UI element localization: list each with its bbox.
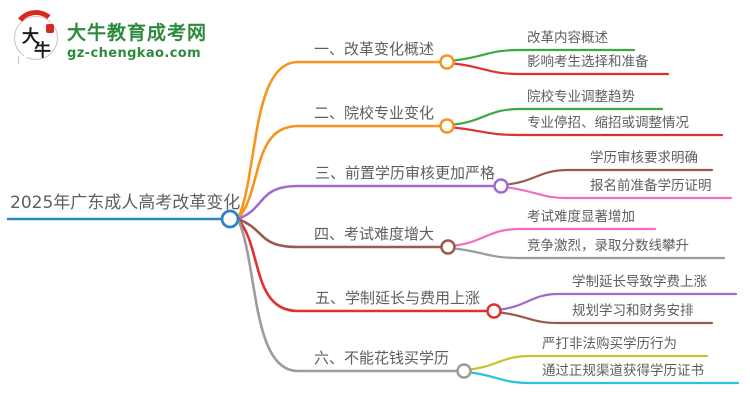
branch-5-line [237,219,489,313]
branch-3-label[interactable]: 三、前置学历审核更加严格 [315,164,496,182]
sub-3b-line [506,186,733,200]
logo-bull-icon: 大 牛 [10,7,62,66]
branch-2-circle[interactable] [439,118,455,134]
sub-3a-line [506,168,714,186]
sub-4b-label[interactable]: 竞争激烈，录取分数线攀升 [527,238,689,254]
sub-3b-label[interactable]: 报名前准备学历证明 [590,178,712,194]
sub-5a-line [499,292,738,311]
sub-3a-label[interactable]: 学历审核要求明确 [590,150,698,166]
branch-1-line [237,60,442,218]
branch-1-circle[interactable] [439,54,455,70]
sub-6b-label[interactable]: 通过正规渠道获得学历证书 [542,363,704,379]
sub-6b-line [469,371,740,385]
root-node-circle[interactable] [220,209,240,229]
sub-1b-line [452,62,670,76]
logo-bubble-tail [19,56,28,65]
branch-3-line [237,184,496,220]
sub-2b-label[interactable]: 专业停招、缩招或调整情况 [527,115,689,131]
sub-6a-line [469,354,709,371]
logo-char-2: 牛 [34,41,51,61]
sub-4a-line [453,227,657,247]
sub-5b-line [499,311,714,325]
branch-2-line [237,124,442,219]
sub-4a-label[interactable]: 考试难度显著增加 [527,209,635,225]
sub-5a-label[interactable]: 学制延长导致学费上涨 [572,274,707,290]
branch-3-circle[interactable] [493,178,509,194]
sub-2a-label[interactable]: 院校专业调整趋势 [527,89,635,105]
sub-4b-line [453,247,726,260]
sub-6a-label[interactable]: 严打非法购买学历行为 [542,336,677,352]
branch-4-circle[interactable] [440,239,456,255]
branch-1-label[interactable]: 一、改革变化概述 [314,40,435,58]
logo-red-seal [46,24,54,33]
sub-1a-line [452,48,636,62]
branch-6-label[interactable]: 六、不能花钱买学历 [314,349,450,367]
sub-1a-label[interactable]: 改革内容概述 [527,30,608,46]
site-logo[interactable]: 大 牛 大牛教育成考网 gz-chengkao.com [10,7,208,66]
branch-4-line [237,218,443,249]
sub-1b-label[interactable]: 影响考生选择和准备 [527,54,649,70]
root-node-label[interactable]: 2025年广东成人高考改革变化 [10,193,241,213]
branch-4-label[interactable]: 四、考试难度增大 [314,225,435,243]
branch-5-circle[interactable] [486,303,502,319]
sub-2b-line [452,126,724,137]
branch-2-label[interactable]: 二、院校专业变化 [314,104,435,122]
logo-bubble-shape [14,16,58,60]
branch-5-label[interactable]: 五、学制延长与费用上涨 [315,289,481,307]
branch-6-circle[interactable] [456,363,472,379]
sub-2a-line [452,107,664,126]
logo-title: 大牛教育成考网 [67,22,208,44]
branch-6-line [237,220,459,373]
logo-url[interactable]: gz-chengkao.com [67,46,202,61]
sub-5b-label[interactable]: 规划学习和财务安排 [572,303,694,319]
logo-char-1: 大 [22,27,39,47]
